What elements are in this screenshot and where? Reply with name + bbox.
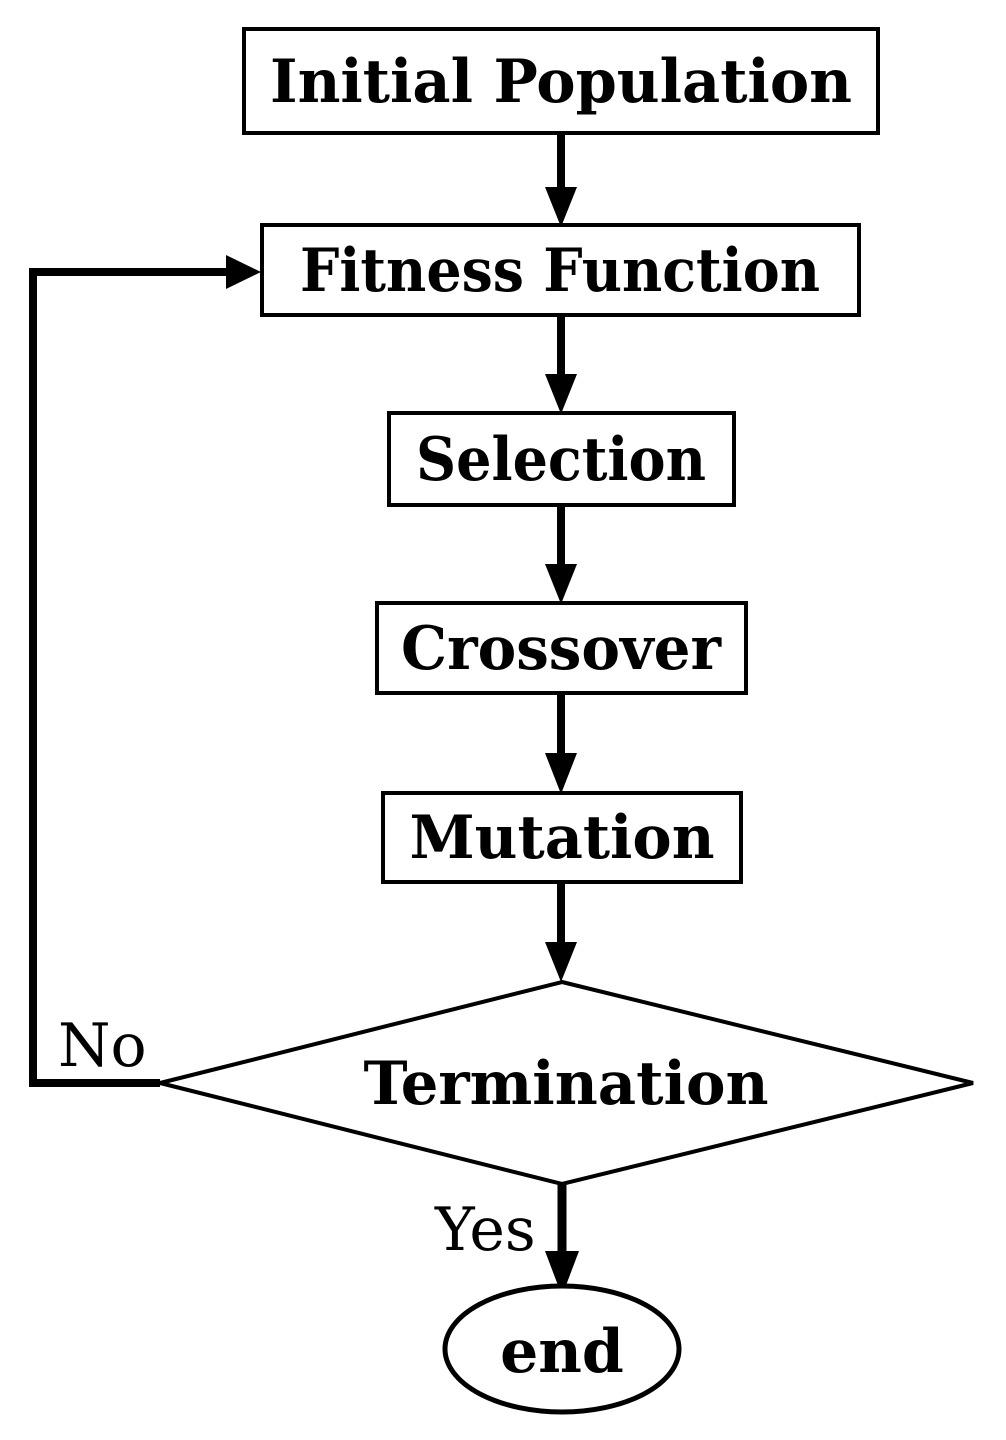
node-end: end	[442, 1283, 682, 1415]
edge-fitness-function-to-selection	[545, 315, 577, 414]
edge-initial-population-to-fitness-function	[545, 133, 577, 227]
edge-mutation-to-termination	[545, 882, 577, 982]
arrowhead-down-icon	[545, 1251, 579, 1296]
fitness-function-box	[260, 223, 861, 317]
node-termination: Termination	[159, 979, 974, 1187]
selection-label: Selection	[416, 425, 706, 495]
end-label: end	[500, 1317, 624, 1387]
arrowhead-down-icon	[545, 753, 577, 794]
crossover-label: Crossover	[401, 614, 722, 684]
arrowhead-down-icon	[545, 564, 577, 604]
mutation-box	[381, 791, 743, 884]
mutation-label: Mutation	[410, 803, 715, 873]
termination-diamond	[159, 979, 974, 1187]
node-selection: Selection	[387, 411, 736, 507]
initial-population-label: Initial Population	[270, 47, 852, 117]
edge-termination-to-fitness-function: No	[29, 255, 261, 1087]
arrowhead-down-icon	[545, 942, 577, 982]
initial-population-box	[242, 27, 880, 135]
node-initial-population: Initial Population	[242, 27, 880, 135]
edge-label-no: No	[58, 1011, 147, 1081]
node-mutation: Mutation	[381, 791, 743, 884]
edge-label-yes: Yes	[434, 1195, 536, 1265]
termination-label: Termination	[364, 1049, 769, 1119]
edge-termination-to-end: Yes	[434, 1184, 579, 1296]
selection-box	[387, 411, 736, 507]
no-loop-line	[29, 268, 226, 1087]
edge-selection-to-crossover	[545, 505, 577, 604]
end-ellipse	[442, 1283, 682, 1415]
node-crossover: Crossover	[375, 601, 748, 695]
fitness-function-label: Fitness Function	[300, 236, 820, 306]
arrowhead-down-icon	[545, 187, 577, 227]
arrowhead-down-icon	[545, 374, 577, 414]
arrowhead-right-icon	[226, 255, 261, 289]
crossover-box	[375, 601, 748, 695]
node-fitness-function: Fitness Function	[260, 223, 861, 317]
edge-crossover-to-mutation	[545, 693, 577, 794]
